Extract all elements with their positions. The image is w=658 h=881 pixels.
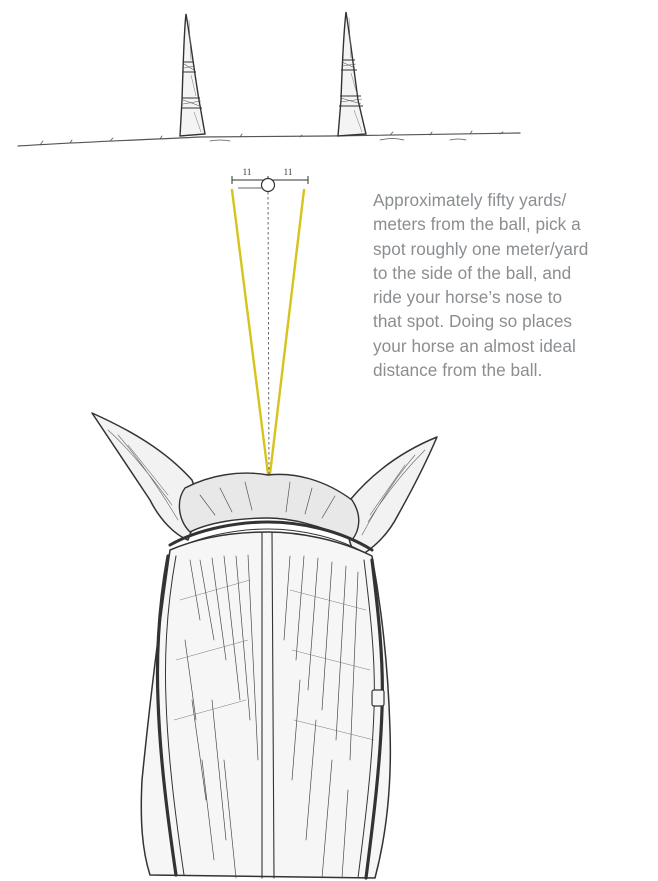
distance-label-left: 11 [243, 167, 252, 177]
horse-head [92, 413, 437, 878]
sight-line-left [232, 190, 268, 474]
goal-post-right [338, 12, 366, 136]
caption-line-2: meters from the ball, pick a [373, 212, 655, 236]
caption-line-1: Approximately fifty yards/ [373, 188, 655, 212]
left-ear [92, 413, 196, 540]
right-ear [346, 437, 437, 558]
caption-line-6: that spot. Doing so places [373, 309, 655, 333]
center-dashed-line [268, 192, 269, 474]
distance-label-right: 11 [284, 167, 293, 177]
rein-buckle-right [372, 690, 384, 706]
caption-line-8: distance from the ball. [373, 358, 655, 382]
ground-line [18, 131, 520, 146]
goal-post-left [180, 14, 205, 136]
neck [141, 532, 390, 878]
caption-line-7: your horse an almost ideal [373, 334, 655, 358]
caption-line-3: spot roughly one meter/yard [373, 237, 655, 261]
ball [262, 179, 275, 192]
sight-line-right [270, 190, 304, 474]
caption-line-5: ride your horse’s nose to [373, 285, 655, 309]
caption-line-4: to the side of the ball, and [373, 261, 655, 285]
instruction-caption: Approximately fifty yards/ meters from t… [373, 188, 655, 382]
